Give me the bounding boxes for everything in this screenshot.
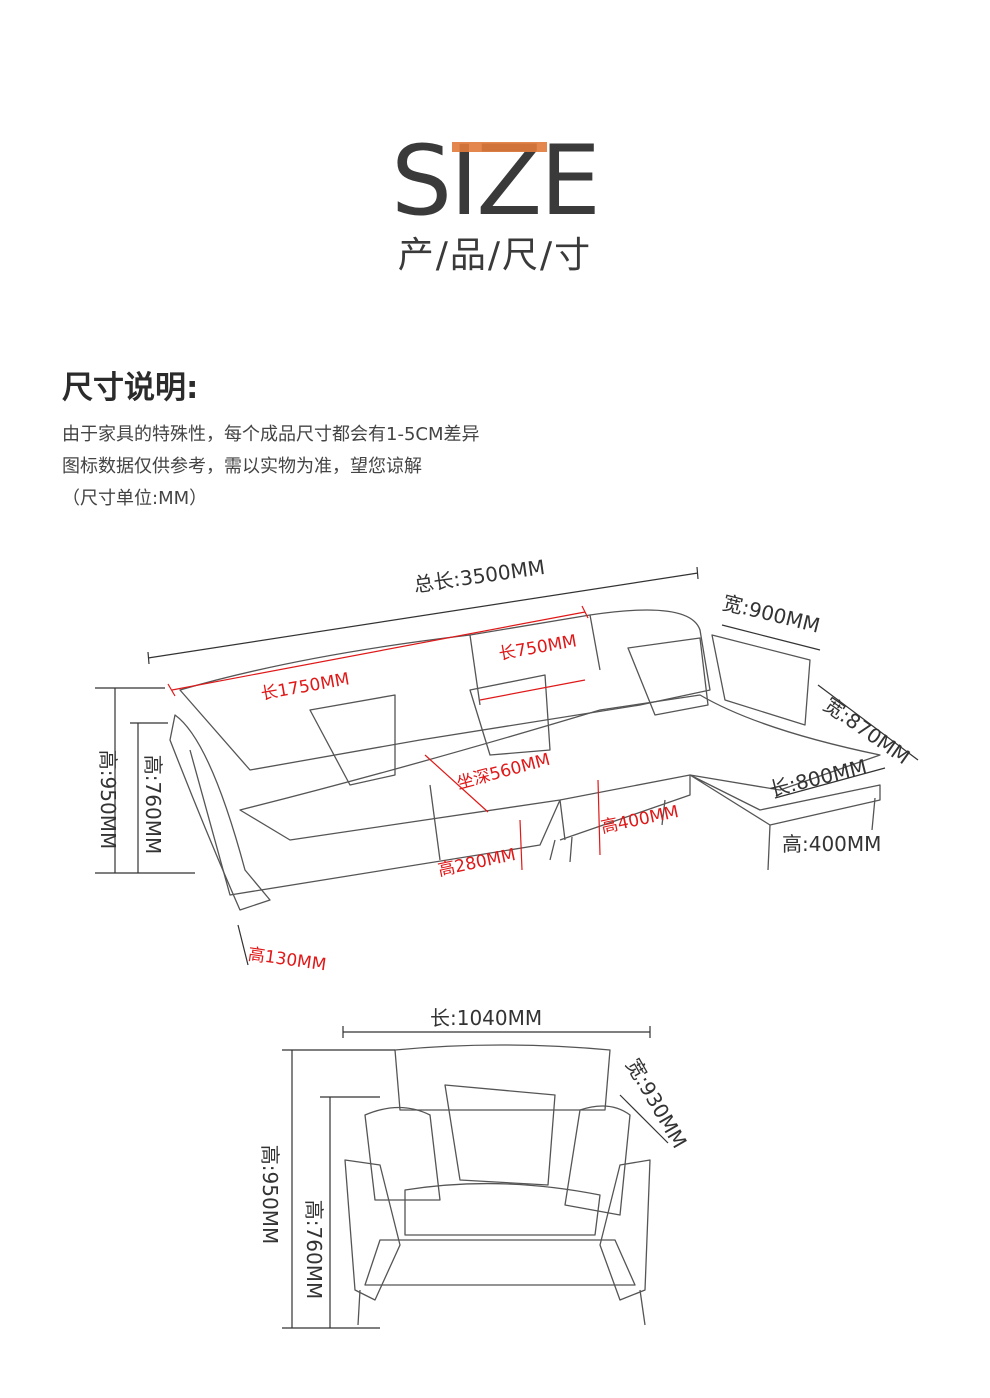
sofa-diagram bbox=[95, 566, 919, 966]
height-760-label: 高:760MM bbox=[141, 754, 166, 855]
chair-height-950-label: 高:950MM bbox=[258, 1144, 283, 1245]
desc-line-1: 由于家具的特殊性，每个成品尺寸都会有1-5CM差异 bbox=[62, 424, 480, 445]
chair-length-label: 长:1040MM bbox=[430, 1006, 543, 1030]
desc-line-3: （尺寸单位:MM） bbox=[62, 488, 208, 509]
page-subtitle: 产/品/尺/寸 bbox=[397, 235, 593, 276]
armchair-diagram bbox=[282, 1026, 669, 1329]
chair-height-760-label: 高:760MM bbox=[302, 1199, 327, 1300]
armchair-dimension-lines bbox=[282, 1026, 669, 1329]
sofa-dimension-lines bbox=[95, 566, 919, 966]
height-400-label: 高:400MM bbox=[782, 832, 882, 856]
sofa-red-dimension-lines bbox=[167, 605, 601, 871]
logo-accent-bar bbox=[452, 142, 547, 152]
sofa-outline bbox=[169, 609, 881, 911]
size-logo: SIZE bbox=[391, 130, 601, 230]
armchair-outline bbox=[344, 1044, 651, 1326]
height-950-label: 高:950MM bbox=[96, 749, 121, 850]
section-title: 尺寸说明: bbox=[62, 370, 199, 406]
desc-line-2: 图标数据仅供参考，需以实物为准，望您谅解 bbox=[62, 456, 422, 477]
